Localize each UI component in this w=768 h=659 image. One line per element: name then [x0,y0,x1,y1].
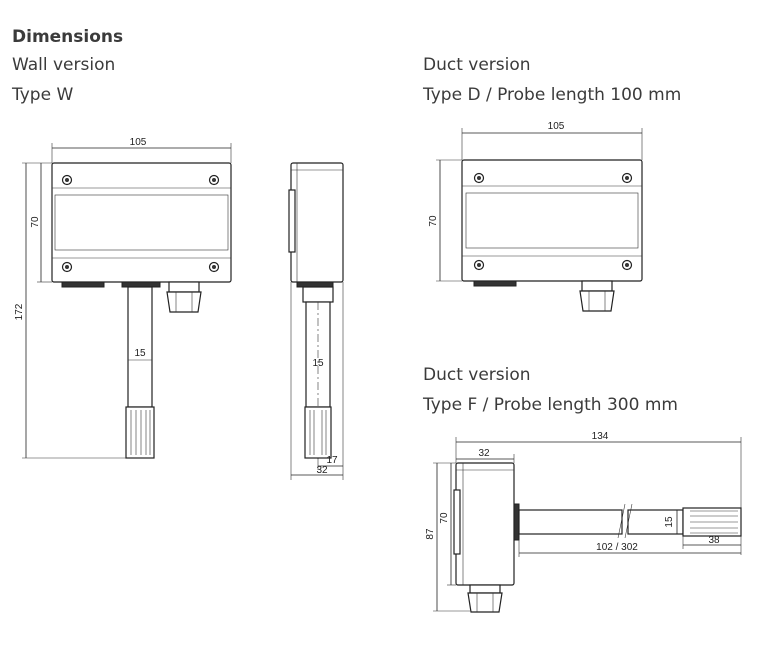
section-heading: Dimensions [12,27,124,47]
dim-width: 105 [130,137,147,148]
wall-front-view: 105 172 70 15 [14,137,232,459]
dim-f-depth: 32 [478,448,490,459]
wall-version-title: Wall version [12,55,116,75]
dim-d-height: 70 [428,215,439,227]
dim-f-length: 134 [592,431,609,442]
dim-f-probe-length: 102 / 302 [596,542,638,553]
dim-tip: 17 [326,455,338,466]
duct-d-title: Duct version [423,55,531,75]
duct-f-view: 134 32 87 70 15 102 / 302 [425,431,742,613]
dim-f-total: 87 [425,528,436,540]
duct-f-type: Type F / Probe length 300 mm [423,395,678,415]
dim-side-probe: 15 [312,358,324,369]
duct-f-title: Duct version [423,365,531,385]
dim-d-width: 105 [548,121,565,132]
dim-f-height: 70 [439,512,450,524]
dim-probe: 15 [134,348,146,359]
dim-f-probe: 15 [664,516,675,528]
dim-height: 70 [30,216,41,228]
wall-side-view: 15 32 17 [288,162,344,480]
wall-version-type: Type W [12,85,74,105]
duct-d-view: 105 70 [428,121,643,312]
dim-f-tip: 38 [708,535,720,546]
dim-total: 172 [14,303,25,320]
dim-depth: 32 [316,465,328,476]
duct-d-type: Type D / Probe length 100 mm [423,85,682,105]
